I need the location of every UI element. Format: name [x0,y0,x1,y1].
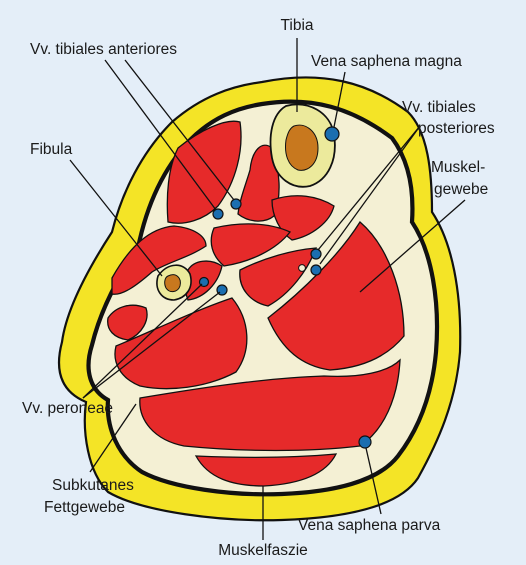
label-vena-saphena-magna: Vena saphena magna [311,53,462,70]
fibula-marrow [165,275,181,292]
vv-tibiales-anteriores-vessel-1 [213,209,223,219]
vv-tibiales-anteriores-vessel-2 [231,199,241,209]
tibia-bone [271,104,335,186]
label-vv-tibiales-anteriores: Vv. tibiales anteriores [30,41,177,58]
vena-saphena-parva-vessel [359,436,371,448]
label-subkutanes-1: Subkutanes [52,477,134,494]
label-muskelfaszie: Muskelfaszie [218,542,308,559]
vv-tibiales-posteriores-vessel-2 [311,265,321,275]
posterior-tibial-artery [299,265,306,272]
label-muskelgewebe-1: Muskel- [431,159,485,176]
label-muskelgewebe-2: gewebe [434,181,488,198]
fibula-bone [157,265,191,300]
label-vv-tibiales-posteriores-1: Vv. tibiales [402,99,476,116]
label-vv-peroneae: Vv. peroneae [22,400,113,417]
tibia-marrow [286,125,319,170]
vv-tibiales-posteriores-vessel-1 [311,249,321,259]
label-vv-tibiales-posteriores-2: posteriores [418,120,495,137]
vena-saphena-magna-vessel [325,127,339,141]
label-subkutanes-2: Fettgewebe [44,499,125,516]
label-tibia: Tibia [280,17,313,34]
label-fibula: Fibula [30,141,73,158]
label-vena-saphena-parva: Vena saphena parva [298,517,441,534]
